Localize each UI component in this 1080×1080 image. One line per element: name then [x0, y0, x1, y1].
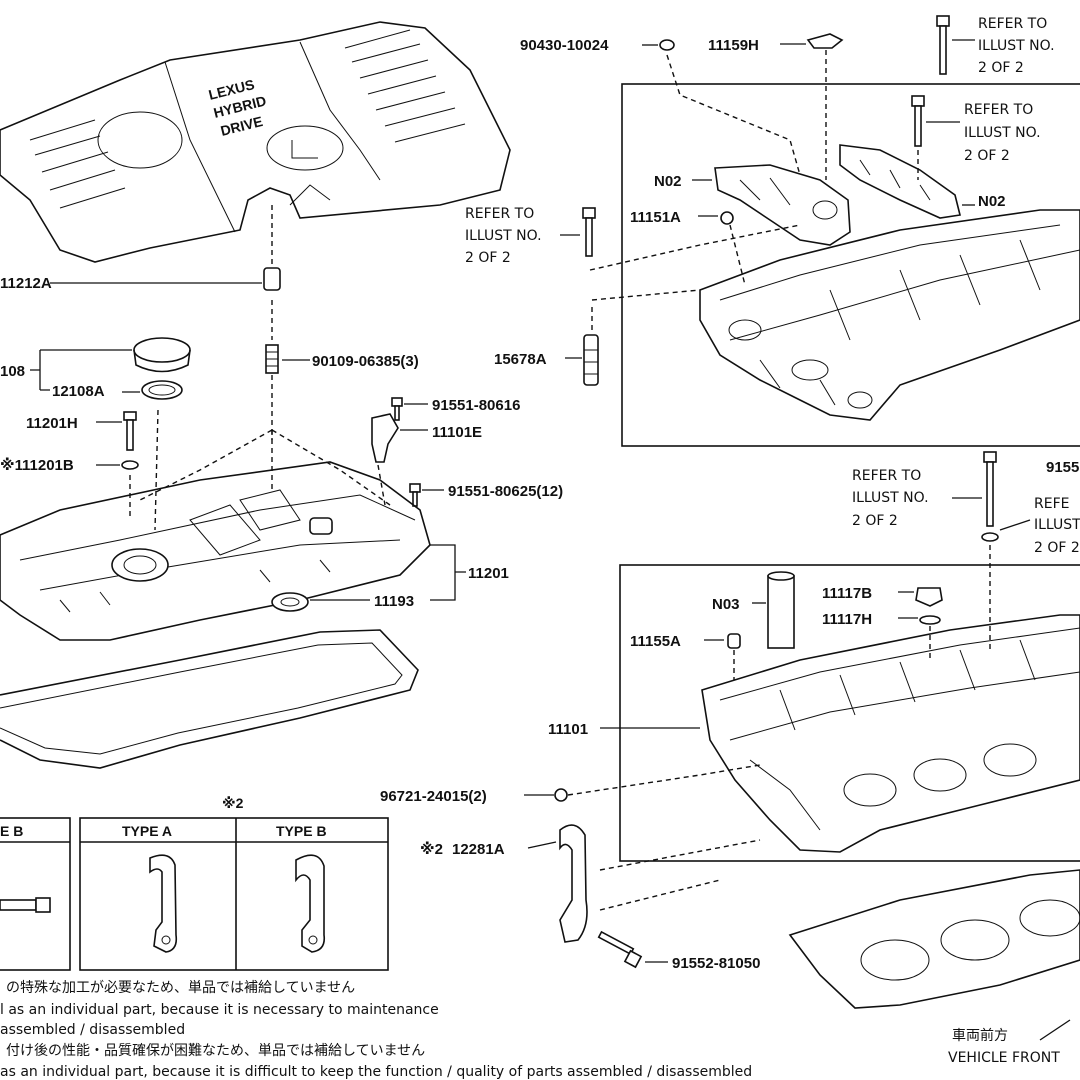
refer-note-4-line1: REFER TO	[852, 468, 921, 484]
label-11151A: 11151A	[630, 209, 681, 226]
label-12281A: 12281A	[452, 841, 505, 858]
label-11201B: 11201B	[22, 457, 74, 474]
bolt-11201H: 11201H ※1 11201B	[0, 409, 159, 531]
label-11101E: 11101E	[432, 424, 482, 441]
label-12108: 108	[0, 363, 25, 380]
refer-note-5-line3: 2 OF 2	[1034, 540, 1080, 556]
engine-cover: LEXUS HYBRID DRIVE	[0, 21, 511, 263]
footnotes: の特殊な加工が必要なため、単品では補給していません l as an indivi…	[0, 980, 752, 1080]
stud-90109: 90109-06385(3)	[265, 344, 419, 374]
label-N03: N03	[712, 596, 740, 613]
label-11201B-mark: ※1	[0, 456, 23, 474]
label-N02-left: N02	[654, 173, 682, 190]
gasket-90430: 90430-10024	[520, 37, 801, 176]
label-11117B: 11117B	[822, 585, 872, 602]
bolt-refer-top: REFER TO ILLUST NO. 2 OF 2	[936, 15, 1055, 76]
label-96721: 96721-24015(2)	[380, 788, 487, 805]
grommet-11212A: 11212A	[0, 267, 281, 292]
label-15678A: 15678A	[494, 351, 547, 368]
footnote-line2: l as an individual part, because it is n…	[0, 1002, 439, 1018]
refer-note-2-line3: 2 OF 2	[964, 148, 1010, 164]
label-91552: 91552-81050	[672, 955, 760, 972]
cover-gasket	[0, 629, 419, 769]
camshaft-housing	[699, 209, 1080, 421]
bracket-N02-right: N02	[839, 144, 1006, 219]
bolt-refer-left: REFER TO ILLUST NO. 2 OF 2	[465, 206, 801, 271]
plug-96721: 96721-24015(2)	[380, 764, 761, 805]
oil-filler-cap: 108 12108A	[0, 337, 191, 400]
refer-note-5-line2: ILLUST	[1034, 517, 1080, 533]
type-table: ※2 E B TYPE A TYPE B	[0, 795, 389, 971]
bolt-refer-second: REFER TO ILLUST NO. 2 OF 2	[911, 95, 1041, 180]
type-table-partial-header: E B	[0, 823, 23, 839]
refer-note-1-line3: 2 OF 2	[978, 60, 1024, 76]
vehicle-front-indicator: 車両前方 VEHICLE FRONT	[948, 1019, 1071, 1066]
refer-note-2-line2: ILLUST NO.	[964, 125, 1041, 141]
refer-note-1-line2: ILLUST NO.	[978, 38, 1055, 54]
label-11201: 11201	[468, 565, 509, 582]
label-11201H: 11201H	[26, 415, 78, 432]
label-11212A: 11212A	[0, 275, 52, 292]
box-cylinder-head	[619, 564, 1080, 862]
footnote-line4: 付け後の性能・品質確保が困難なため、単品では補給していません	[6, 1043, 425, 1059]
footnote-line1: の特殊な加工が必要なため、単品では補給していません	[6, 980, 355, 996]
label-90430: 90430-10024	[520, 37, 609, 54]
part-15678A: 15678A	[494, 289, 701, 386]
label-12281A-mark: ※2	[420, 840, 443, 858]
footnote-line5: as an individual part, because it is dif…	[0, 1064, 752, 1080]
pin-11155A: 11155A	[630, 633, 741, 680]
bracket-N02-left: N02	[654, 164, 851, 246]
refer-note-2-line1: REFER TO	[964, 102, 1033, 118]
refer-note-1-line1: REFER TO	[978, 16, 1047, 32]
label-11101: 11101	[548, 721, 588, 738]
label-12108A: 12108A	[52, 383, 105, 400]
box-camshaft-housing	[621, 83, 1080, 447]
cylinder-head: 11101	[548, 614, 1080, 853]
refer-note-3-line1: REFER TO	[465, 206, 534, 222]
engine-hanger-12281A: ※2 12281A	[420, 824, 761, 943]
pin-11151A: 11151A	[630, 209, 746, 286]
part-11117: 11117B 11117H	[822, 585, 943, 660]
refer-note-4-line2: ILLUST NO.	[852, 490, 929, 506]
part-11159H: 11159H	[708, 33, 844, 180]
label-11155A: 11155A	[630, 633, 681, 650]
label-11159H: 11159H	[708, 37, 759, 54]
label-91551-80625: 91551-80625(12)	[448, 483, 563, 500]
label-91551-80616: 91551-80616	[432, 397, 520, 414]
vehicle-front-en: VEHICLE FRONT	[948, 1050, 1060, 1066]
refer-note-4-line3: 2 OF 2	[852, 513, 898, 529]
cylinder-head-cover: 11201	[0, 461, 509, 641]
label-N02-right: N02	[978, 193, 1006, 210]
head-gasket	[788, 869, 1080, 1009]
label-11193: 11193	[374, 593, 414, 610]
footnote-line3: assembled / disassembled	[0, 1022, 185, 1038]
refer-note-3-line2: ILLUST NO.	[465, 228, 542, 244]
part-N03: N03	[712, 571, 795, 649]
vehicle-front-jp: 車両前方	[952, 1027, 1008, 1044]
bolt-91551-80625: 91551-80625(12)	[409, 483, 563, 507]
bolt-91552: 91552-81050	[597, 930, 760, 972]
seal-11193: 11193	[271, 592, 414, 612]
sensor-11101E: 91551-80616 11101E	[371, 397, 520, 506]
refer-note-3-line3: 2 OF 2	[465, 250, 511, 266]
label-11117H: 11117H	[822, 611, 872, 628]
type-table-mark: ※2	[222, 795, 244, 811]
type-table-header-a: TYPE A	[122, 823, 172, 839]
refer-note-5-line1: REFE	[1034, 496, 1069, 512]
label-90109: 90109-06385(3)	[312, 353, 419, 370]
type-table-header-b: TYPE B	[276, 823, 327, 839]
bolt-refer-middle: REFER TO ILLUST NO. 2 OF 2 9155 REFE ILL…	[852, 451, 1080, 650]
label-9155-partial: 9155	[1046, 459, 1079, 476]
